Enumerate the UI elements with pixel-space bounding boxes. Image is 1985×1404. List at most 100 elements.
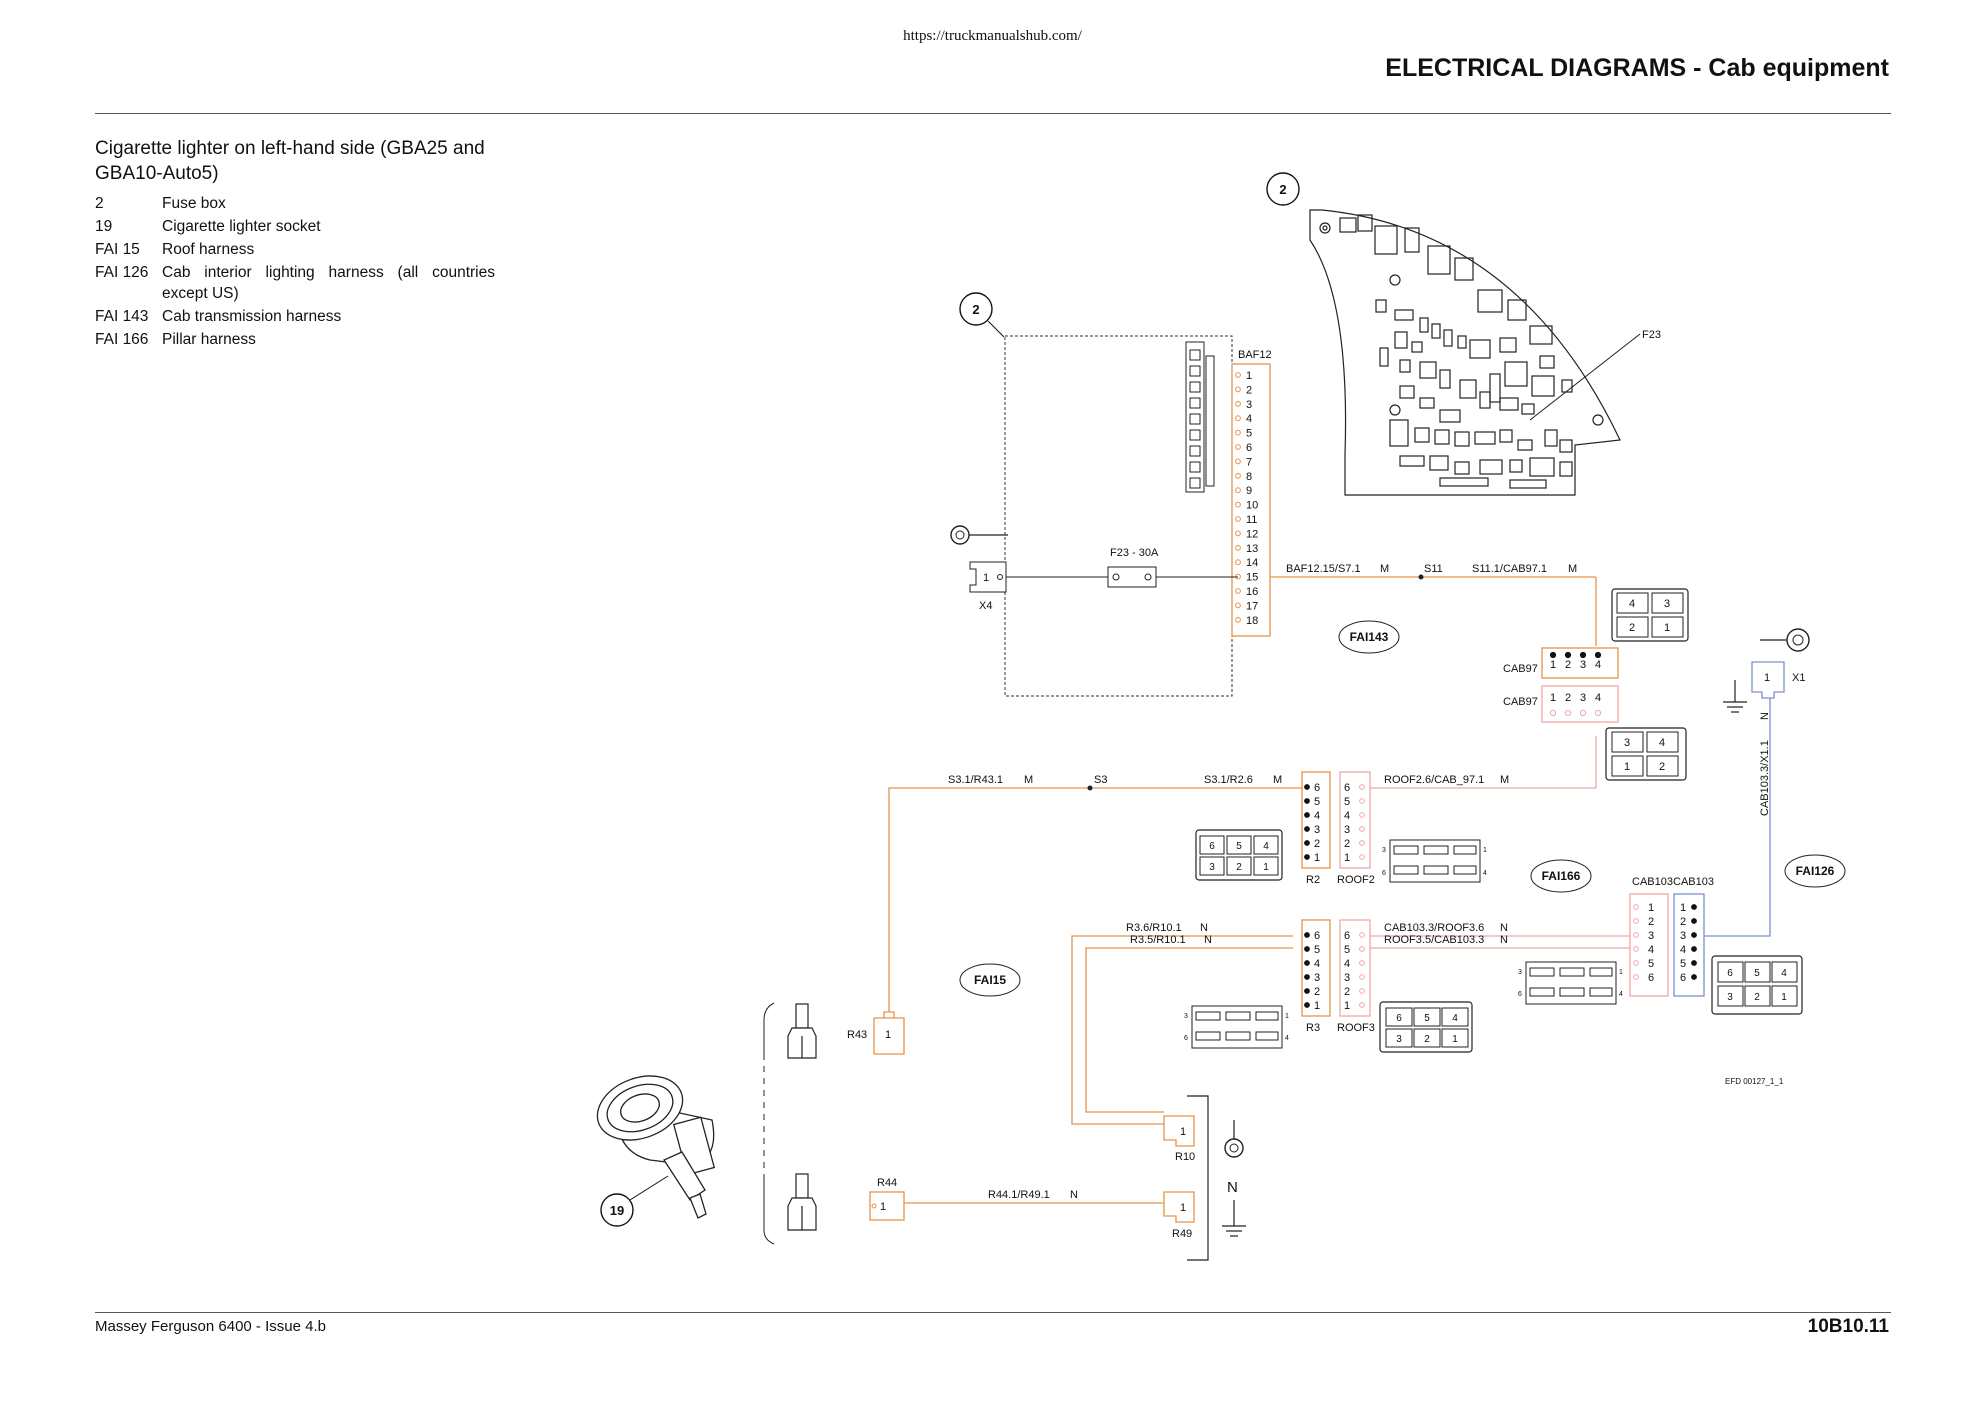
small-pin-mark: 1 — [1285, 1013, 1289, 1020]
terminal-block-roof2-icon — [1389, 839, 1481, 883]
baf12-pins-pin-number: 5 — [1246, 428, 1252, 440]
legend-desc: Pillar harness — [162, 331, 256, 348]
terminal-block-r3-icon — [1191, 1005, 1283, 1049]
face-pin-number: 2 — [1659, 761, 1665, 773]
callout-leader — [629, 1175, 669, 1201]
cab97-bottom-pins-pin-number: 4 — [1595, 692, 1601, 704]
callout-circle-left — [959, 292, 993, 326]
roof2-pins-pin — [1359, 826, 1365, 832]
legend-code: 2 — [95, 195, 104, 212]
roof3-pins-pin — [1359, 974, 1365, 980]
fuse-board-drawing — [1309, 209, 1621, 496]
small-pin-mark: 4 — [1285, 1035, 1289, 1042]
roof3-pins-pin-number: 5 — [1344, 944, 1350, 956]
legend-desc: Cab transmission harness — [162, 308, 342, 325]
roof2-pins-pin-number: 2 — [1344, 838, 1350, 850]
connector-r44-body — [869, 1191, 905, 1221]
ring-terminal-hole — [955, 530, 965, 540]
cab103-right-body — [1673, 893, 1705, 997]
face-pin-number: 2 — [1236, 862, 1242, 873]
cab103-left-pins-pin — [1633, 946, 1639, 952]
fuse-f23-label: F23 - 30A — [1110, 547, 1159, 559]
cab97-top-pins-pin — [1564, 651, 1572, 659]
baf12-pins-pin-number: 4 — [1246, 413, 1252, 425]
footer-manual-title: Massey Ferguson 6400 - Issue 4.b — [95, 1318, 326, 1335]
cab103-right-pins-pin-number: 1 — [1680, 902, 1686, 914]
fai143-tag — [1338, 620, 1400, 654]
legend-code: 19 — [95, 218, 113, 235]
wire-label: ROOF2.6/CAB_97.1 — [1384, 774, 1484, 786]
wire-label: S3.1/R2.6 — [1204, 774, 1253, 786]
roof2-body — [1339, 771, 1371, 869]
cab97-top-pins-pin — [1579, 651, 1587, 659]
baf12-pins-pin-number: 7 — [1246, 456, 1252, 468]
roof3-pins-pin-number: 4 — [1344, 958, 1350, 970]
connector-face-6pin-roof3: 6 5 4 3 2 1 — [1379, 1001, 1473, 1053]
cab103-right-pins-pin — [1691, 974, 1697, 980]
roof3-pins-pin-number: 2 — [1344, 986, 1350, 998]
connector-r49-body — [1163, 1191, 1195, 1223]
ring-terminal-hole — [1229, 1143, 1239, 1153]
connector-r10-body — [1163, 1115, 1195, 1147]
r2-pins-pin-number: 3 — [1314, 824, 1320, 836]
connector-face-3412: 3 4 1 2 — [1605, 727, 1687, 781]
r49-pin-number: 1 — [1180, 1202, 1186, 1214]
r2-pins-pin — [1304, 840, 1310, 846]
cab103-right-pins-pin-number: 6 — [1680, 972, 1686, 984]
splice-s11-dot — [1418, 574, 1424, 580]
wire-label: ROOF3.5/CAB103.3 — [1384, 934, 1484, 946]
connector-x4-label: X4 — [979, 600, 992, 612]
baf12-pins-pin-number: 16 — [1246, 586, 1258, 598]
cab103-left-pins-pin — [1633, 904, 1639, 910]
f23-pointer — [1529, 333, 1641, 421]
baf12-pins-pin — [1235, 444, 1241, 450]
roof2-pins-pin-number: 5 — [1344, 796, 1350, 808]
cab103-left-pins-pin-number: 4 — [1648, 944, 1654, 956]
header-rule — [95, 113, 1891, 114]
wire-color-code: N — [1200, 922, 1208, 934]
r3-pins-pin-number: 6 — [1314, 930, 1320, 942]
r2-pins-pin-number: 5 — [1314, 796, 1320, 808]
cab103-left-pins-pin — [1633, 932, 1639, 938]
cab103-left-pins-pin-number: 5 — [1648, 958, 1654, 970]
connector-r43-body — [873, 1011, 905, 1055]
r3-pins-pin-number: 2 — [1314, 986, 1320, 998]
baf12-pins-pin — [1235, 372, 1241, 378]
cab97-bottom-pins-pin — [1579, 709, 1587, 717]
splice-s11-label: S11 — [1424, 563, 1443, 575]
face-pin-number: 3 — [1664, 598, 1670, 610]
wire-label: R3.6/R10.1 — [1126, 922, 1182, 934]
connector-x1-body — [1751, 661, 1785, 699]
callout-circle-top — [1266, 172, 1300, 206]
baf12-pins-pin-number: 6 — [1246, 442, 1252, 454]
roof3-pins-pin — [1359, 1002, 1365, 1008]
face-pin-number: 4 — [1629, 598, 1635, 610]
connector-roof3-label: ROOF3 — [1337, 1022, 1375, 1034]
fai166-label: FAI166 — [1542, 869, 1581, 883]
face-pin-number: 1 — [1452, 1034, 1458, 1045]
drawing-reference: EFD 00127_1_1 — [1725, 1077, 1784, 1086]
x1-pin-number: 1 — [1764, 672, 1770, 684]
cab103-right-pins-pin-number: 3 — [1680, 930, 1686, 942]
callout-circle-lighter — [600, 1193, 634, 1227]
fuse-terminal — [1112, 573, 1120, 581]
baf12-pins-pin — [1235, 458, 1241, 465]
fai15-label: FAI15 — [974, 973, 1006, 987]
wire-label: S3.1/R43.1 — [948, 774, 1003, 786]
section-title: Cigarette lighter on left-hand side (GBA… — [95, 138, 485, 184]
wire-label: S11.1/CAB97.1 — [1472, 563, 1547, 575]
roof3-pins-pin-number: 1 — [1344, 1000, 1350, 1012]
roof2-pins-pin — [1359, 784, 1365, 790]
small-pin-mark: 3 — [1184, 1013, 1188, 1020]
face-pin-number: 5 — [1424, 1013, 1430, 1024]
roof2-pins-pin — [1359, 840, 1365, 846]
callout-lighter: 19 — [610, 1203, 624, 1218]
ground-wire-label: N — [1227, 1179, 1238, 1196]
baf12-pins-pin — [1235, 472, 1241, 479]
ground-symbol-icon — [1222, 1200, 1246, 1237]
